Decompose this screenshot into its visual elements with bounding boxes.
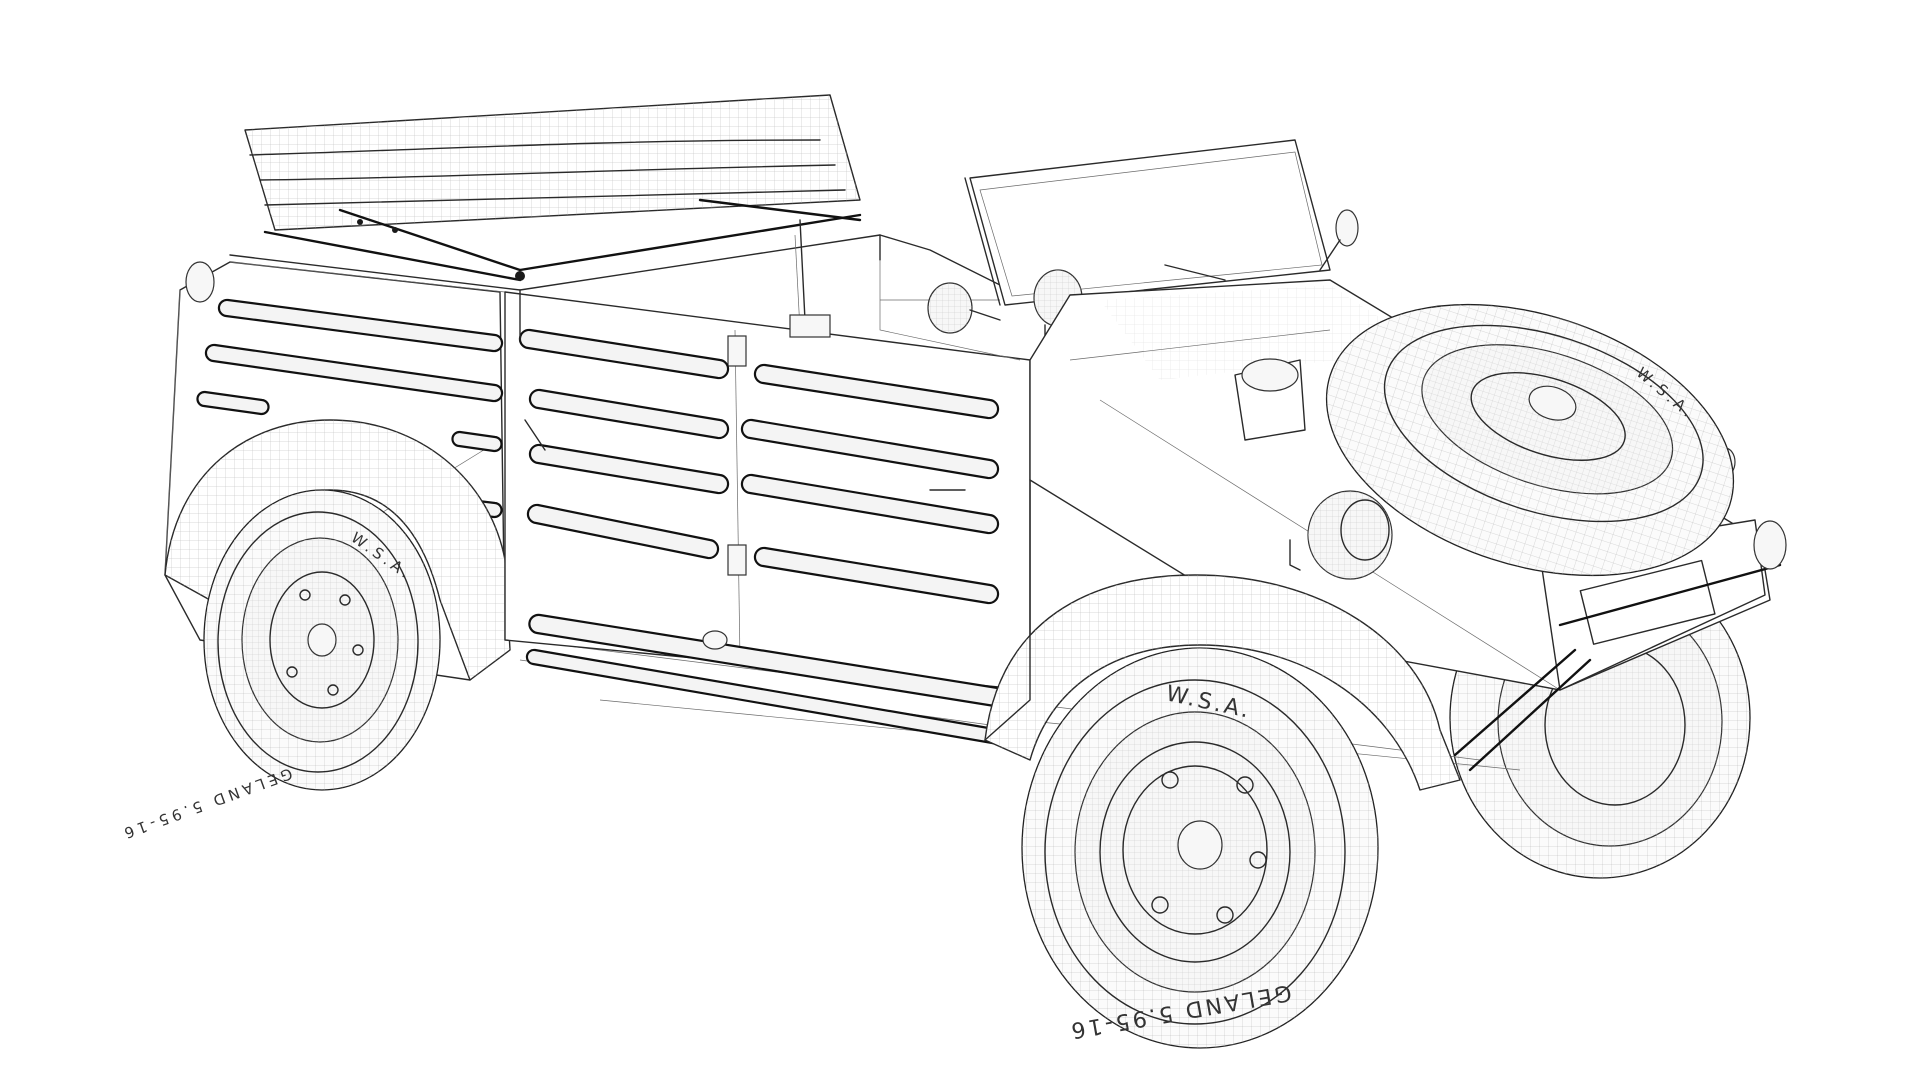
rear-wheel: W.S.A. GELAND 5.95-16 bbox=[118, 489, 441, 843]
windshield bbox=[964, 139, 1331, 306]
door-hinge-top bbox=[727, 335, 747, 367]
headlight bbox=[1289, 490, 1393, 580]
door-section bbox=[504, 291, 1031, 746]
side-mirror bbox=[1319, 209, 1359, 271]
spare-hub-cap bbox=[1528, 385, 1577, 421]
spotlight-left bbox=[927, 282, 1001, 334]
rear-hub-cap bbox=[307, 623, 337, 657]
interior bbox=[789, 219, 1021, 361]
front-wheel: W.S.A. GELAND 5.95-16 bbox=[1021, 647, 1379, 1049]
front-door-louvres bbox=[740, 363, 1000, 605]
rear-light bbox=[185, 261, 215, 303]
door-hinge-bottom bbox=[727, 544, 747, 576]
front-hub-cap bbox=[1177, 820, 1223, 870]
rear-tire-sidewall-text: GELAND 5.95-16 bbox=[118, 764, 295, 843]
front-right-lamp bbox=[1753, 520, 1787, 570]
body-top-rail bbox=[229, 234, 1031, 341]
wiper bbox=[1164, 264, 1226, 281]
rear-door-louvres bbox=[518, 328, 730, 560]
folded-soft-top bbox=[244, 94, 862, 282]
fuel-can bbox=[1234, 358, 1306, 441]
front-fender bbox=[984, 479, 1461, 791]
rear-door-handle bbox=[524, 419, 546, 451]
spare-tire: W.S.A. bbox=[1325, 303, 1735, 577]
